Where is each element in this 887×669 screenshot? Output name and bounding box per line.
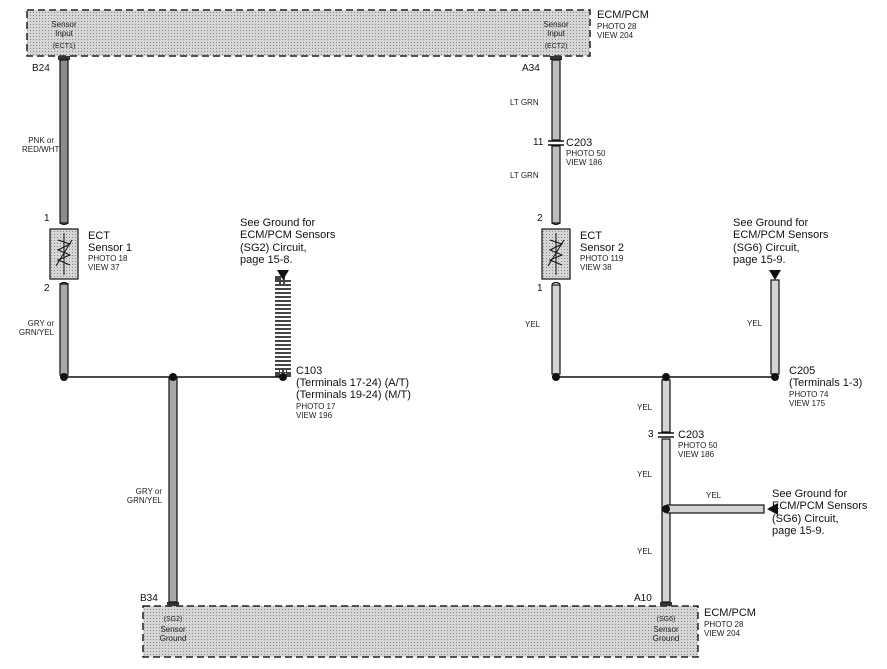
- wire-left-top: [59, 59, 69, 224]
- wire-left-down: [168, 377, 178, 603]
- wire-right-lower: [661, 379, 671, 433]
- sg6-right-ground-arrow: [767, 503, 778, 515]
- sensor2-photo: PHOTO 119: [580, 254, 624, 263]
- sensor1-pin-bottom: 2: [44, 283, 50, 294]
- c203-upper-pin: 11: [533, 137, 544, 148]
- ecm-top-box: [26, 9, 591, 57]
- wire-sg2-ground: [275, 276, 291, 377]
- c203-upper-view: VIEW 186: [566, 158, 603, 167]
- wire-right-branch: [666, 504, 765, 514]
- wire-label-right-lower-2: YEL: [637, 470, 653, 479]
- c203-lower-view: VIEW 186: [678, 450, 715, 459]
- ecm-top-left-input-label: Sensor Input: [51, 20, 77, 38]
- ecm-top-photo: PHOTO 28: [597, 22, 637, 31]
- c103-name: C103: [296, 365, 323, 377]
- wire-label-left-mid: GRY or GRN/YEL: [18, 319, 54, 337]
- pin-stub-b24: [58, 56, 70, 60]
- c203-lower-pin: 3: [648, 429, 654, 440]
- c203-lower-name: C203: [678, 429, 705, 441]
- c205-photo: PHOTO 74: [789, 390, 829, 399]
- wire-right-top: [551, 59, 561, 141]
- ecm-top-right-input-code: (ECT2): [544, 43, 568, 50]
- sg2-ground-arrow: [277, 270, 289, 280]
- pin-stub-a34: [550, 56, 562, 60]
- wire-label-right-mid: YEL: [525, 320, 541, 329]
- sensor1-view: VIEW 37: [88, 263, 120, 272]
- wire-right-lower-2: [661, 438, 671, 603]
- pin-b24: B24: [32, 63, 50, 74]
- wire-label-right-lower-3: YEL: [637, 547, 653, 556]
- pin-b34: B34: [140, 593, 158, 604]
- wire-right-drop: [770, 279, 780, 375]
- sensor1-photo: PHOTO 18: [88, 254, 128, 263]
- sensor1-pin-top: 1: [44, 213, 50, 224]
- ecm-bottom-photo: PHOTO 28: [704, 620, 744, 629]
- c103-photo: PHOTO 17: [296, 402, 336, 411]
- ecm-top-title: ECM/PCM: [597, 9, 649, 21]
- sensor1-name: ECT Sensor 1: [88, 230, 133, 255]
- ecm-bottom-left-ground-label: Sensor Ground: [159, 625, 187, 643]
- sensor2-pin-top: 2: [537, 213, 543, 224]
- pin-stub-b34: [167, 602, 179, 606]
- wire-label-right-lower-1: YEL: [637, 403, 653, 412]
- wire-label-left-top: PNK or RED/WHT: [22, 136, 60, 154]
- ecm-bottom-left-ground-code: (SG2): [163, 616, 183, 623]
- c103-line1: (Terminals 17-24) (A/T): [296, 377, 410, 389]
- sensor2-name: ECT Sensor 2: [580, 230, 625, 255]
- pin-stub-a10: [660, 602, 672, 606]
- ecm-top-left-input-code: (ECT1): [52, 43, 76, 50]
- wire-label-right-top-1: LT GRN: [510, 98, 539, 107]
- wire-left-mid: [59, 283, 69, 376]
- c203-lower-photo: PHOTO 50: [678, 441, 718, 450]
- c205-view: VIEW 175: [789, 399, 826, 408]
- ecm-bottom-title: ECM/PCM: [704, 607, 756, 619]
- sg6-top-ground-arrow: [769, 270, 781, 280]
- pin-a10: A10: [634, 593, 652, 604]
- wire-right-top-2: [551, 145, 561, 224]
- ground-note-sg6-top: See Ground for ECM/PCM Sensors (SG6) Cir…: [733, 217, 829, 266]
- wire-label-right-drop: YEL: [747, 319, 763, 328]
- wire-label-right-top-2: LT GRN: [510, 171, 539, 180]
- ground-note-sg2: See Ground for ECM/PCM Sensors (SG2) Cir…: [240, 217, 336, 266]
- c103-view: VIEW 196: [296, 411, 333, 420]
- wire-right-mid: [551, 284, 561, 375]
- c203-upper-photo: PHOTO 50: [566, 149, 606, 158]
- pin-a34: A34: [522, 63, 540, 74]
- ecm-top-view: VIEW 204: [597, 31, 634, 40]
- sensor2-view: VIEW 38: [580, 263, 612, 272]
- c203-upper-name: C203: [566, 137, 593, 149]
- sensor2-pin-bottom: 1: [537, 283, 543, 294]
- ecm-bottom-right-ground-label: Sensor Ground: [652, 625, 680, 643]
- ecm-top-right-input-label: Sensor Input: [543, 20, 569, 38]
- wire-label-right-branch: YEL: [706, 491, 722, 500]
- c205-line1: (Terminals 1-3): [789, 377, 863, 389]
- ecm-bottom-box: [142, 605, 699, 658]
- wire-label-left-bottom: GRY or GRN/YEL: [126, 487, 162, 505]
- ecm-bottom-right-ground-code: (SG6): [656, 616, 676, 623]
- c205-name: C205: [789, 365, 816, 377]
- ground-note-sg6-right: See Ground for ECM/PCM Sensors (SG6) Cir…: [772, 488, 868, 537]
- ecm-bottom-view: VIEW 204: [704, 629, 741, 638]
- c103-line2: (Terminals 19-24) (M/T): [296, 389, 411, 401]
